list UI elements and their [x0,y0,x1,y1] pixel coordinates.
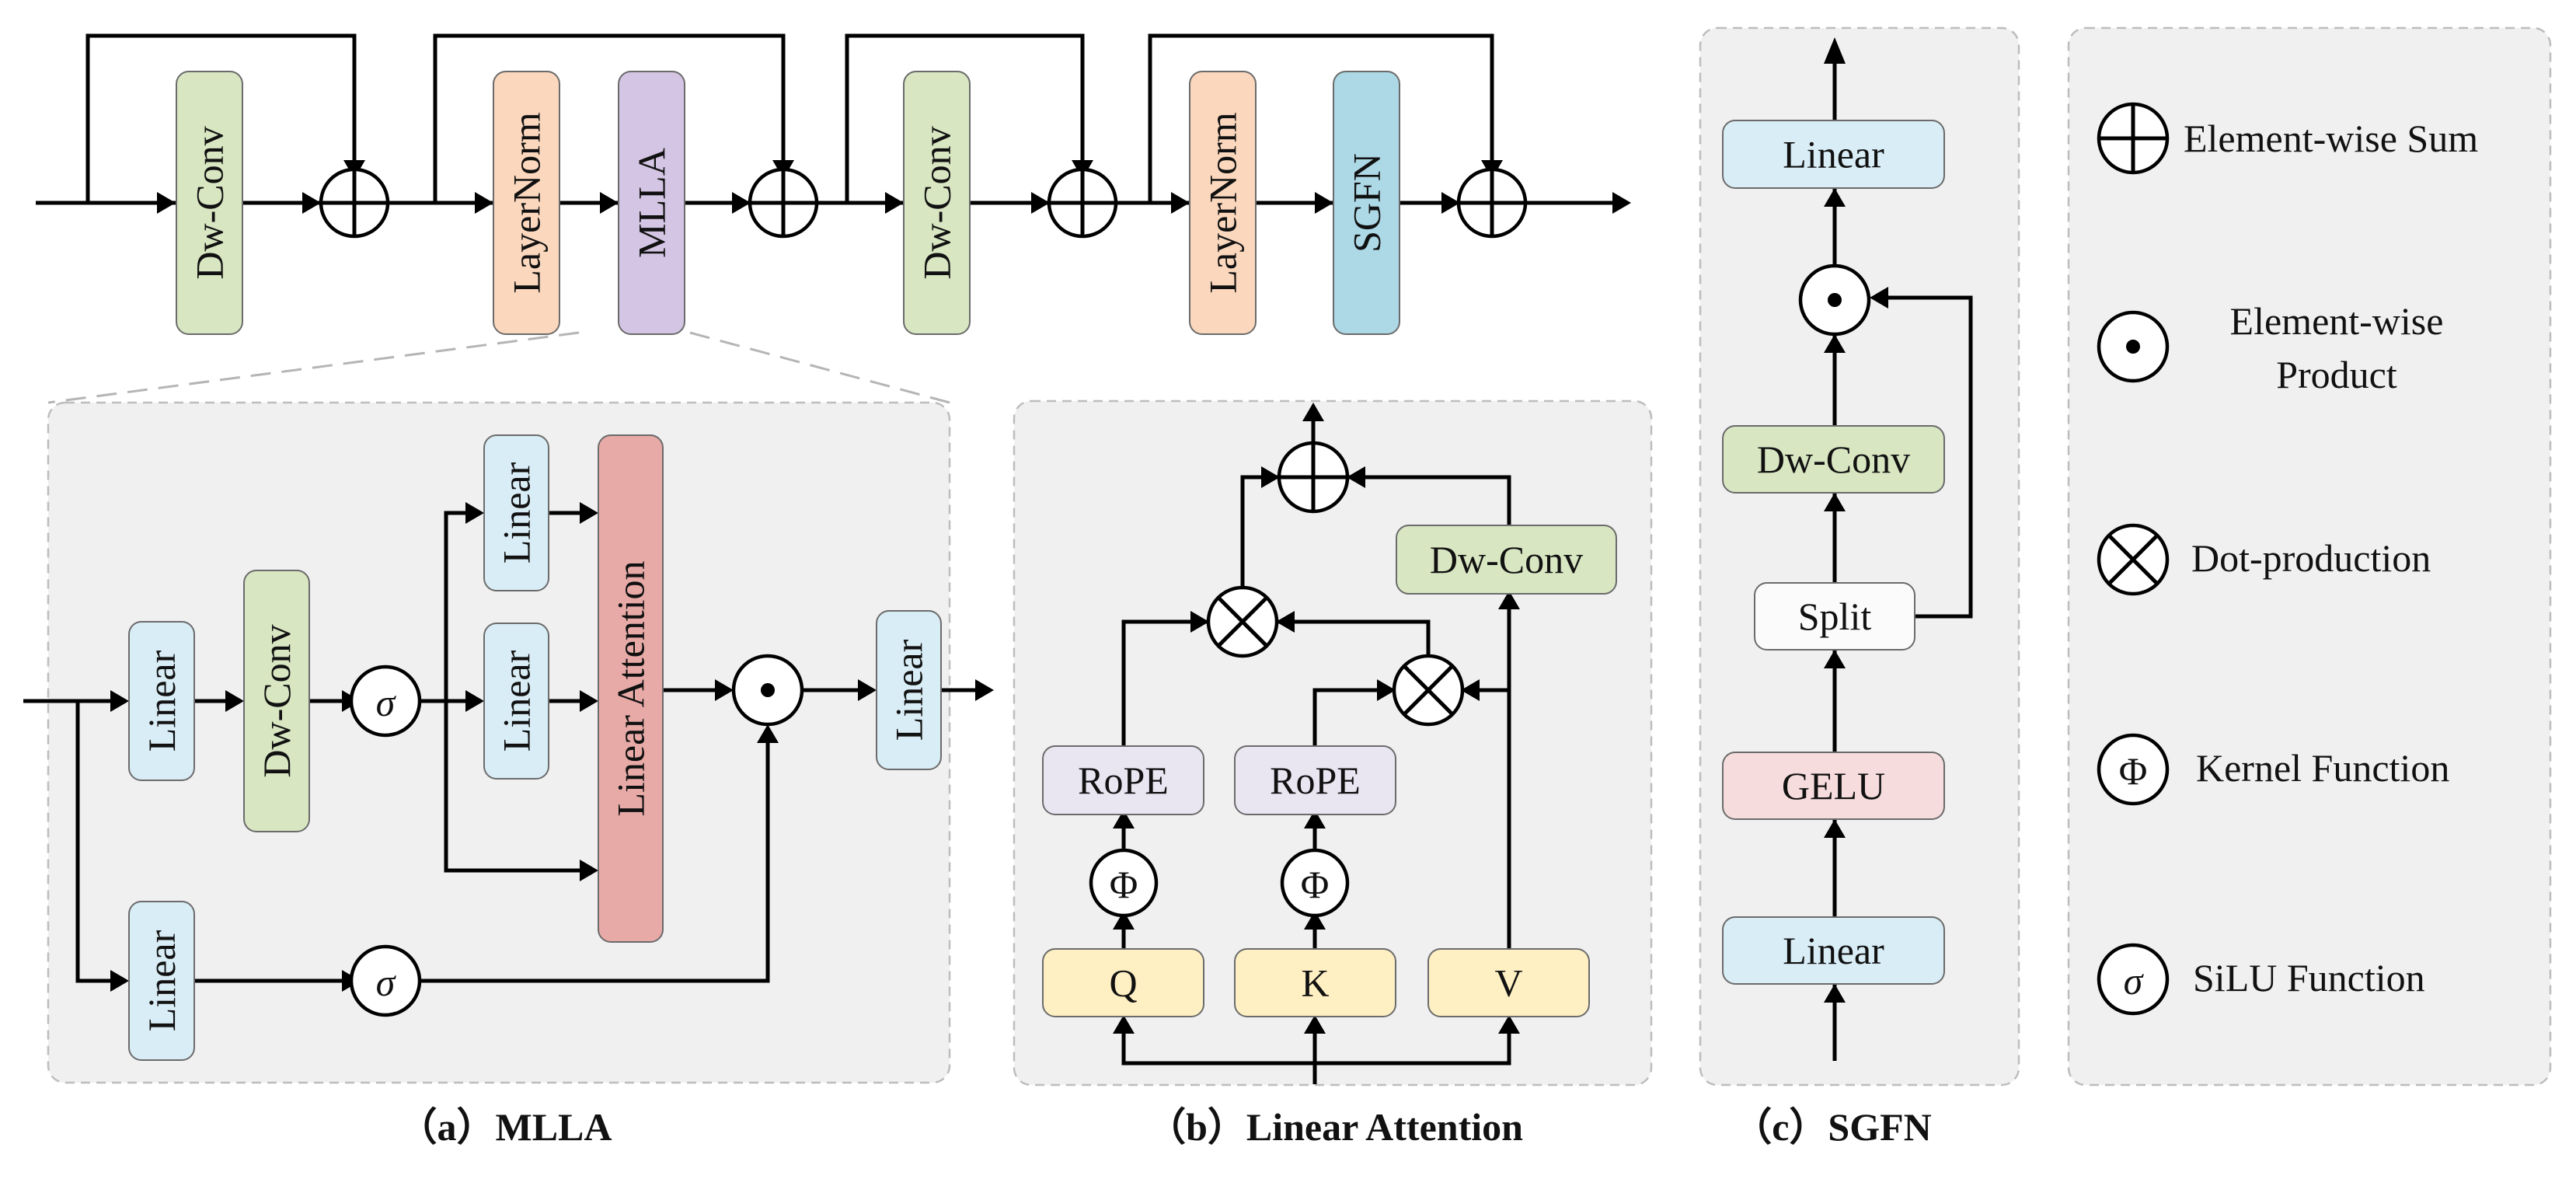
mlla-linear-in-bottom [128,901,195,1061]
product-icon [2097,310,2170,383]
sum-icon [1047,167,1118,239]
legend-sum-label: Element-wise Sum [2184,117,2478,160]
dot-production-icon [1206,585,1279,658]
mlla-linear-k-label: Linear [495,650,539,752]
sgfn-split-label: Split [1798,595,1872,638]
mlla-linear-q-label: Linear [495,462,539,563]
q-block [1042,948,1204,1017]
sum-icon [748,167,819,239]
sgfn-dwconv [1722,425,1945,494]
kernel-icon: Φ [1280,848,1350,918]
caption-mlla: （a）MLLA [399,1105,612,1149]
rope-q-block [1042,745,1204,815]
legend-dot-label: Dot-production [2191,536,2431,580]
rope-k-block [1234,745,1396,815]
sgfn-block [1333,71,1400,335]
legend: Element-wise Sum Element-wise Product Do… [2097,102,2478,1016]
sgfn-linear-bottom [1722,916,1945,985]
svg-text:σ: σ [2124,959,2145,1003]
dot-production-icon [2097,523,2170,596]
mlla-dwconv [243,570,310,832]
rope-q-block-label: RoPE [1078,759,1169,802]
legend-panel [2067,26,2552,1087]
mlla-linear-attention-label: Linear Attention [609,560,653,816]
dot-production-icon [1392,654,1465,727]
sgfn-detail: Linear GELU Split Dw-Conv Linear [1722,37,1973,1061]
kernel-icon: Φ [2097,733,2170,806]
legend-kernel-label: Kernel Function [2196,746,2449,790]
sum-icon [1277,441,1350,514]
dwconv-block-1 [176,71,243,335]
k-block [1234,948,1396,1017]
sgfn-linear-bottom-label: Linear [1783,929,1884,972]
layernorm-block-2-label: LayerNorm [1201,112,1245,293]
svg-text:Φ: Φ [1110,863,1138,906]
caption-sgfn: （c）SGFN [1733,1105,1932,1149]
top-pipeline: Dw-Conv LayerNorm MLLA Dw-Conv LayerNorm… [36,33,1631,335]
mlla-linear-in-top [128,621,195,781]
sgfn-linear-top-label: Linear [1783,133,1884,176]
silu-icon: σ [349,944,422,1017]
kernel-icon: Φ [1089,848,1159,918]
mlla-block-label: MLLA [630,148,674,258]
caption-linear-attention: （b）Linear Attention [1147,1105,1523,1149]
sgfn-split [1754,582,1915,651]
silu-icon: σ [2097,943,2170,1016]
dwconv-block-2-label: Dw-Conv [915,126,959,279]
sum-icon [1456,167,1528,239]
silu-icon: σ [349,664,422,738]
layernorm-block-1 [493,71,560,335]
la-dwconv-block-label: Dw-Conv [1430,538,1583,581]
v-block [1427,948,1590,1017]
mlla-linear-in-top-label: Linear [140,650,183,752]
legend-silu-label: SiLU Function [2193,956,2425,999]
product-icon [731,654,804,727]
dwconv-block-2 [903,71,971,335]
k-block-label: K [1301,961,1329,1005]
dwconv-block-1-label: Dw-Conv [188,126,232,279]
svg-text:Φ: Φ [1301,863,1330,906]
sum-icon [319,167,390,239]
zoom-line-left [47,331,580,404]
mlla-detail: Linear Dw-Conv Linear Linear Linear Atte… [23,434,994,1061]
mlla-linear-attention [598,434,664,943]
svg-text:Φ: Φ [2119,749,2148,793]
mlla-block [618,71,685,335]
linear-attention-detail: Q K V RoPE RoPE Dw-Conv Φ Φ [1042,403,1617,1084]
layernorm-block-1-label: LayerNorm [505,112,549,293]
sgfn-gelu [1722,752,1945,820]
sum-icon [2097,102,2170,175]
la-dwconv-block [1396,525,1617,595]
mlla-dwconv-label: Dw-Conv [255,624,298,777]
v-block-label: V [1494,961,1522,1005]
rope-k-block-label: RoPE [1270,759,1361,802]
legend-product-label-line1: Element-wise [2230,299,2444,343]
sgfn-dwconv-label: Dw-Conv [1757,438,1910,481]
svg-text:σ: σ [376,961,397,1004]
mlla-linear-q [483,434,549,591]
sgfn-block-label: SGFN [1345,153,1389,253]
sgfn-panel [1699,26,2020,1087]
mlla-linear-in-bottom-label: Linear [140,930,183,1031]
zoom-line-right [689,331,950,404]
product-icon [1798,263,1871,337]
q-block-label: Q [1109,961,1137,1005]
mlla-linear-out-label: Linear [887,639,931,741]
mlla-linear-out [876,610,942,770]
sgfn-linear-top [1722,120,1945,189]
svg-text:σ: σ [376,681,397,724]
legend-product-label-line2: Product [2276,353,2397,396]
layernorm-block-2 [1189,71,1257,335]
mlla-linear-k [483,623,549,780]
sgfn-gelu-label: GELU [1782,764,1885,808]
